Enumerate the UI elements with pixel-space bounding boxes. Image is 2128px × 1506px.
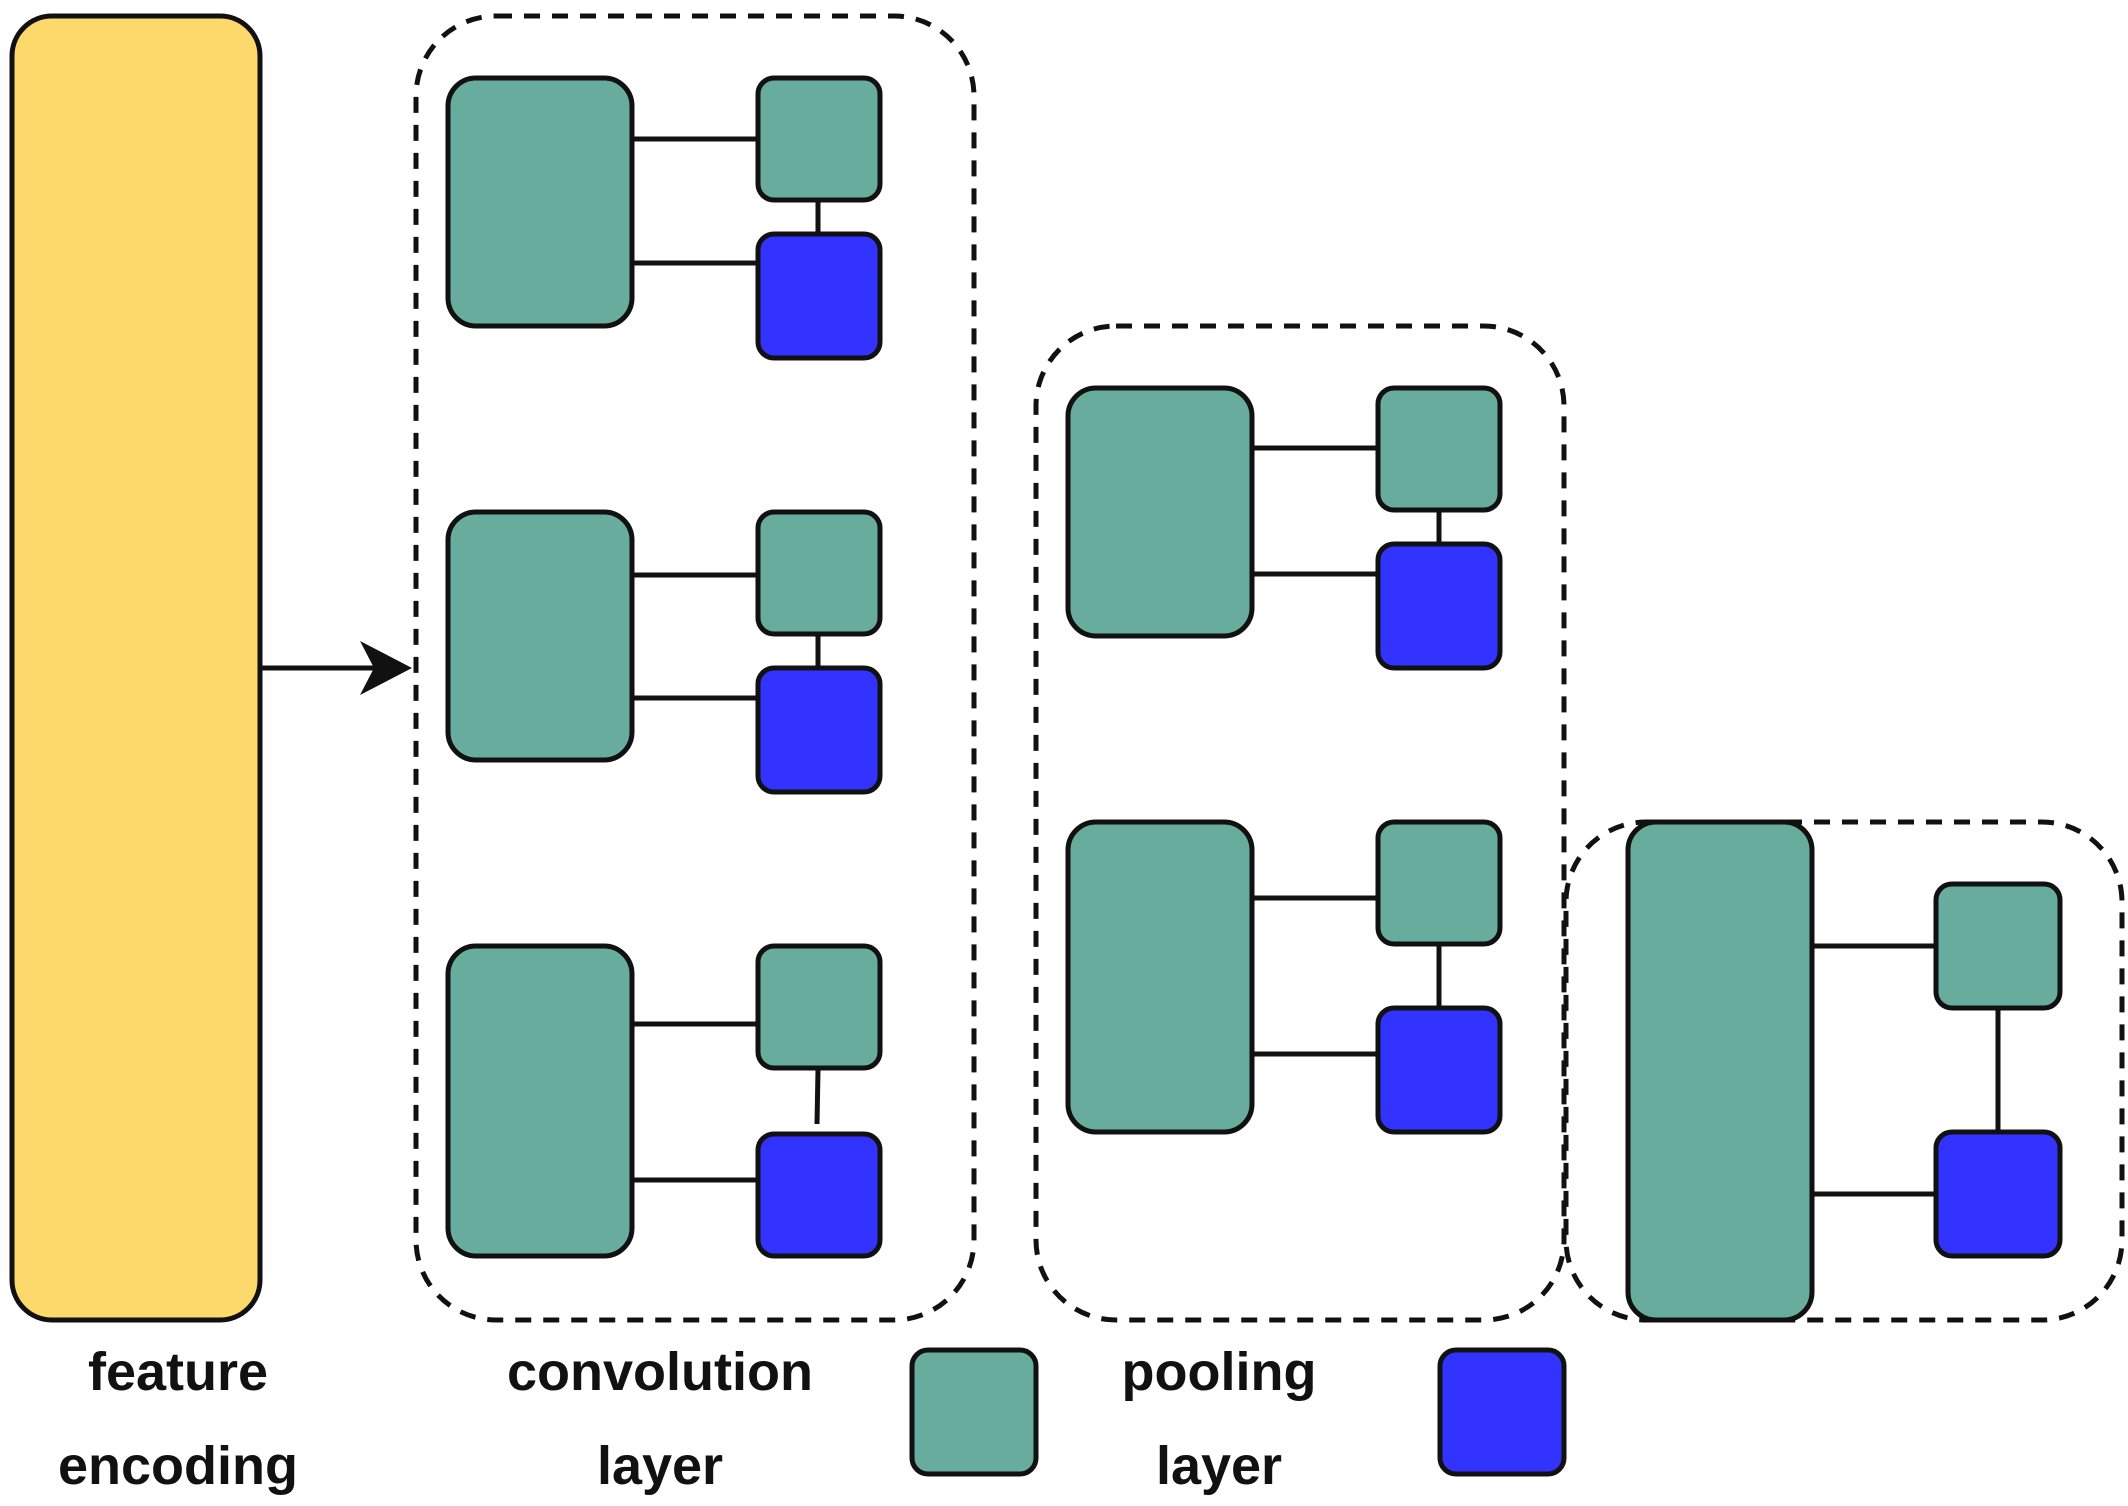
convolution-block-small [1933,881,2063,1011]
arrow-connector [262,641,412,695]
convolution-block-small [755,509,883,637]
feature-encoding-block [9,13,263,1323]
conv-pool-unit [445,75,883,361]
layer-group-1 [413,13,977,1323]
conv-pool-unit [1065,819,1503,1135]
legend-pooling-swatch [1437,1347,1567,1477]
conv-pool-unit [1625,819,2063,1323]
pooling-block [755,231,883,361]
convolution-block [1625,819,1815,1323]
convolution-block [445,509,635,763]
legend-convolution-swatch [909,1347,1039,1477]
convolution-block-small [755,943,883,1071]
label-convolution-line2: layer [597,1436,723,1496]
layer-group-2 [1033,323,1567,1323]
label-pooling-line2: layer [1156,1436,1282,1496]
layer-group-3 [1563,819,2125,1323]
convolution-block [445,75,635,329]
convolution-block [1065,819,1255,1135]
pooling-block [755,1131,883,1259]
pooling-block [755,665,883,795]
conv-pool-unit [445,509,883,795]
conv-pool-unit [1065,385,1503,671]
convolution-block-small [755,75,883,203]
convolution-block [445,943,635,1259]
convolution-block-small [1375,819,1503,947]
conv-pool-unit [445,943,883,1259]
label-feature-line2: encoding [58,1436,298,1496]
pooling-block [1375,541,1503,671]
label-feature-line1: feature [88,1342,268,1402]
convolution-block-small [1375,385,1503,513]
pooling-block [1375,1005,1503,1135]
convolution-block [1065,385,1255,639]
label-pooling-line1: pooling [1122,1342,1317,1402]
label-convolution-line1: convolution [507,1342,813,1402]
pooling-block [1933,1129,2063,1259]
